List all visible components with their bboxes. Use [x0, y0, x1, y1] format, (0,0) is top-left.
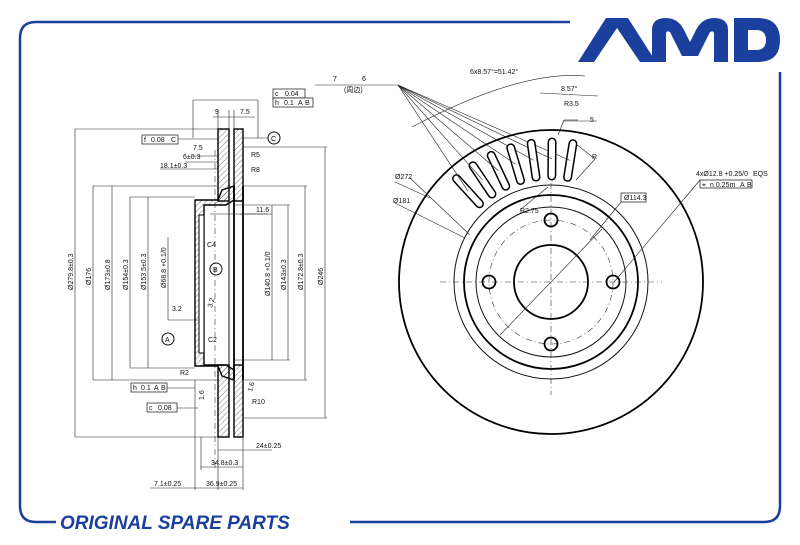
dimension-label-pos-b: B [747, 182, 752, 189]
front-view [315, 75, 753, 435]
dimension-label-rough-3-2a: 3.2 [172, 306, 182, 313]
dimension-label-dim-9: 9 [215, 109, 219, 116]
frame-border [18, 20, 782, 524]
leader-line [397, 84, 553, 160]
dimension-label-r3-5: R3.5 [564, 101, 579, 108]
dimension-label-rough-3-2b: 3.2 [207, 297, 216, 308]
dimension-label-tol-c: c [275, 91, 279, 98]
dimension-label-d172-8: Ø172.8±0.3 [298, 253, 305, 290]
dimension-label-pos-a: A [740, 182, 745, 189]
dimension-label-d176: Ø176 [86, 268, 93, 285]
bolt-hole [543, 212, 559, 228]
dimension-label-tol2-c: c [149, 405, 153, 412]
dimension-label-rough-1-6b: 1.6 [247, 381, 256, 392]
dimension-label-d153-5: Ø153.5±0.3 [141, 253, 148, 290]
leader-line [397, 84, 483, 181]
dimension-label-dim-11-6: 11.6 [256, 207, 269, 214]
dimension-label-tol-f-val: 0.08 [151, 137, 165, 144]
dimension-label-tol2-c-val: 0.08 [158, 405, 172, 412]
dimension-label-datum-b-circle: B [213, 267, 218, 274]
dimension-label-dim-6: 6±0.3 [183, 154, 201, 161]
dimension-label-tol2-h: h [133, 385, 137, 392]
dimension-label-d114-3: Ø114.3 [624, 195, 647, 202]
dimension-label-rough-1-6a: 1.6 [199, 390, 206, 400]
bolt-hole [481, 274, 497, 290]
dimension-label-rough-note: (周边) [344, 85, 363, 94]
dimension-label-tol-h: h [275, 100, 279, 107]
dimension-label-tol-f: f [144, 137, 146, 144]
dimension-label-tol-c-val: 0.04 [285, 91, 299, 98]
dimension-label-d68-8: Ø68.8 +0.1/0 [161, 247, 168, 288]
dimension-label-r8: R8 [251, 167, 260, 174]
dimension-label-pos-sym: ⌖ [702, 182, 706, 189]
dimension-label-c2: C2 [208, 337, 217, 344]
section-view [74, 88, 327, 490]
dimension-label-datum-a: A [298, 100, 303, 107]
leader-line [397, 84, 469, 192]
dimension-label-datum-c-circle: C [271, 136, 276, 143]
dimension-label-d173: Ø173±0.8 [105, 259, 112, 290]
dimension-label-datum-b: B [305, 100, 310, 107]
dimension-label-r2: R2 [180, 370, 189, 377]
dimension-label-angle-step: 8.57° [561, 85, 578, 93]
footer-title: ORIGINAL SPARE PARTS [60, 513, 290, 534]
bolt-hole [543, 336, 559, 352]
leader-line [397, 84, 571, 161]
dimension-label-dim-7-1: 7.1±0.25 [154, 481, 181, 488]
amd-logo [570, 10, 785, 72]
dimension-label-d140-8: Ø140.8 +0.1/0 [265, 251, 272, 296]
dimension-label-tol-f-datum: C [171, 137, 176, 144]
dimension-label-eqs: EQS [753, 171, 768, 178]
dimension-label-dim-36-9: 36.9±0.25 [206, 481, 237, 488]
dimension-label-angle-total: 6x8.57°=51.42° [470, 68, 518, 76]
dimension-label-d272: Ø272 [395, 174, 412, 181]
dimension-label-d143: Ø143±0.3 [281, 259, 288, 290]
dimension-label-tol2-h-val: 0.1 [141, 385, 151, 392]
leader-line [397, 84, 499, 172]
dimension-label-datum-a-circle: A [165, 337, 170, 344]
cooling-slot-inner [564, 140, 576, 181]
bolt-hole [605, 274, 621, 290]
dimension-label-datum-b: B [161, 385, 166, 392]
dimension-label-r10: R10 [252, 399, 265, 406]
dimension-label-pos-val: n 0.25m [710, 182, 735, 189]
leader-line [397, 84, 516, 165]
dimension-label-dim-7-5-top: 7.5 [240, 109, 250, 116]
dimension-label-rough-7: 7 [333, 76, 337, 83]
dimension-label-c4: C4 [207, 242, 216, 249]
dimension-label-d279-8: Ø279.8±0.3 [68, 253, 75, 290]
dimension-label-r2-75: R2.75 [520, 208, 539, 215]
dimension-label-d154: Ø154±0.3 [123, 259, 130, 290]
dimension-label-dim-5: 5 [590, 117, 594, 124]
dimension-label-r: R [592, 154, 597, 161]
dimension-label-dim-18-1: 18.1±0.3 [160, 163, 187, 170]
dimension-label-r5: R5 [251, 152, 260, 159]
dimension-label-rough-6: 6 [362, 76, 366, 83]
dimension-label-dim-7-5: 7.5 [193, 145, 203, 152]
dimension-label-d181: Ø181 [393, 198, 410, 205]
dimension-label-tol-h-val: 0.1 [284, 100, 294, 107]
dimension-label-dim-34-8: 34.8±0.3 [211, 460, 238, 467]
dimension-label-dim-24: 24±0.25 [256, 443, 281, 450]
dimension-label-datum-a: A [154, 385, 159, 392]
dimension-label-d246: Ø246 [318, 268, 325, 285]
dimension-label-holes: 4xØ12.8 +0.25/0 [696, 171, 748, 178]
